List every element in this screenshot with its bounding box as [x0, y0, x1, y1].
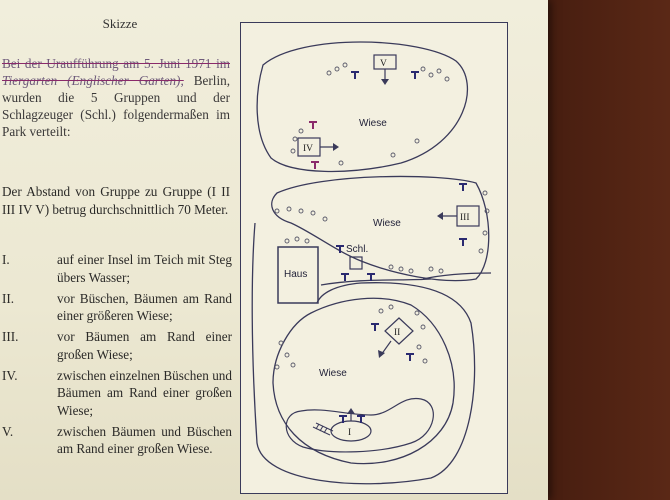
tree-symbols [274, 62, 490, 370]
list-item-text: vor Bäumen am Rand einer großen Wiese; [57, 329, 232, 362]
group-i-marker: I [347, 408, 355, 438]
list-item: II. vor Büschen, Bäumen am Rand einer grö… [0, 290, 232, 325]
wiese-label-top: Wiese [359, 118, 387, 129]
list-item: IV. zwischen einzelnen Büschen und Bäumen… [0, 367, 232, 420]
cross-path [320, 272, 492, 286]
svg-text:Schl.: Schl. [346, 244, 368, 255]
intro-part-1: Bei der Uraufführung am 5. Juni 1971 im [2, 56, 230, 71]
wiese-label-lower: Wiese [319, 368, 347, 379]
group-v-marker: V [373, 54, 397, 85]
park-map: Haus Wiese Wiese Wiese V IV II [240, 22, 508, 494]
intro-paragraph: Bei der Uraufführung am 5. Juni 1971 im … [2, 55, 230, 140]
group-iv-marker: IV [297, 137, 339, 157]
outer-path [251, 222, 476, 485]
list-item-text: vor Büschen, Bäumen am Rand einer größer… [57, 290, 232, 324]
svg-text:I: I [348, 428, 351, 438]
book-page: Skizze Bei der Uraufführung am 5. Juni 1… [0, 0, 548, 500]
list-item: I. auf einer Insel im Teich mit Steg über… [0, 251, 232, 286]
list-item-number: III. [2, 329, 19, 344]
jetty [312, 422, 334, 436]
list-item-text: auf einer Insel im Teich mit Steg übers … [57, 252, 232, 285]
house [277, 246, 319, 304]
upper-path [256, 41, 469, 173]
list-item-number: V. [2, 423, 14, 439]
park-map-svg: Haus Wiese Wiese Wiese V IV II [251, 41, 492, 485]
park-name: Tiergarten (Englischer Garten), [2, 73, 184, 88]
text-column: Skizze Bei der Uraufführung am 5. Juni 1… [0, 0, 240, 500]
musician-symbols [309, 71, 467, 423]
wiese-label-middle: Wiese [373, 218, 401, 229]
intro-part-2: Berlin, wurden die 5 Gruppen und der Sch… [2, 73, 230, 139]
page-heading: Skizze [102, 16, 138, 31]
list-item-text: zwischen Bäumen und Büschen am Rand eine… [57, 423, 232, 457]
distance-paragraph: Der Abstand von Gruppe zu Gruppe (I II I… [2, 184, 230, 217]
pond [285, 397, 434, 453]
svg-text:II: II [394, 328, 400, 338]
group-ii-marker: II [378, 317, 414, 358]
list-item-number: I. [2, 252, 10, 267]
haus-label: Haus [284, 269, 307, 280]
group-iii-marker: III [437, 205, 480, 227]
middle-path [271, 175, 490, 282]
svg-text:V: V [380, 59, 387, 69]
group-list: I. auf einer Insel im Teich mit Steg über… [0, 251, 232, 461]
list-item: III. vor Bäumen am Rand einer großen Wies… [0, 328, 232, 363]
list-item-number: II. [2, 290, 15, 306]
svg-text:III: III [460, 213, 470, 223]
list-item: V. zwischen Bäumen und Büschen am Rand ei… [0, 423, 232, 458]
lower-path [272, 297, 455, 465]
svg-text:IV: IV [303, 144, 313, 154]
list-item-number: IV. [2, 367, 18, 383]
list-item-text: zwischen einzelnen Büschen und Bäumen am… [57, 367, 232, 418]
schlagzeuger-marker: Schl. [346, 244, 368, 270]
